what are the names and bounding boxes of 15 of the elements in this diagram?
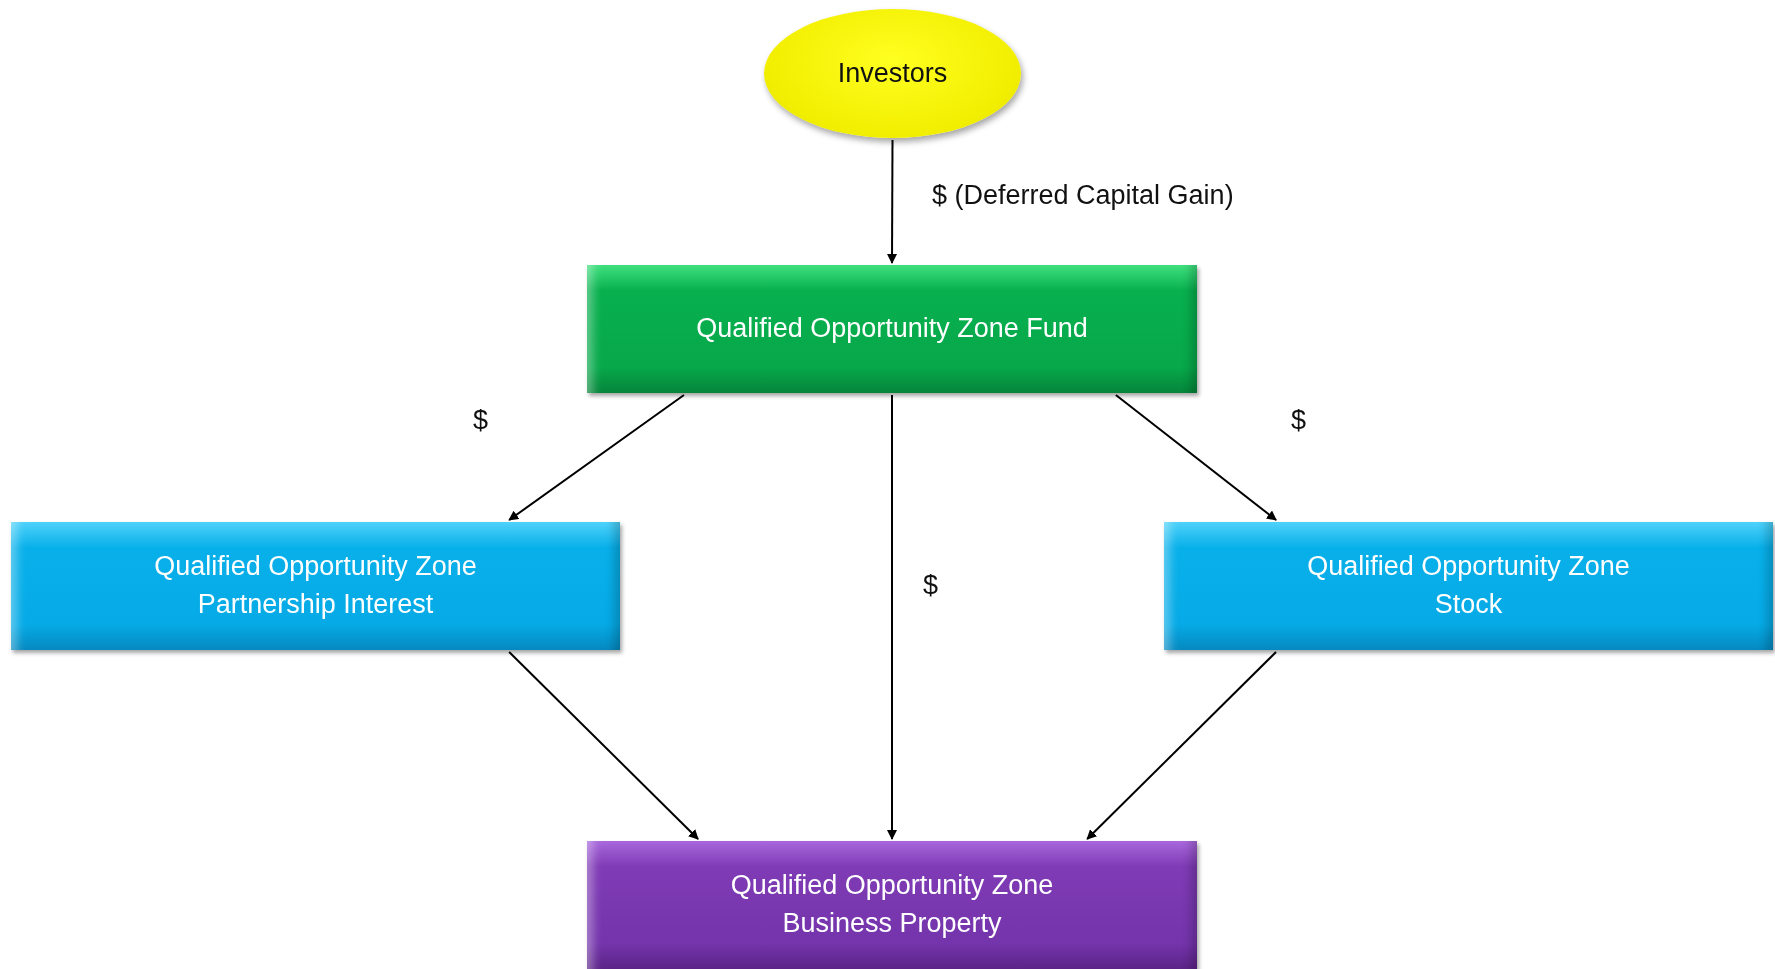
arrow [508,651,699,840]
arrow [887,139,898,264]
arrow [887,394,897,840]
process-box [1164,522,1773,650]
node-text: Qualified Opportunity Zone Stock [1306,550,1631,621]
fund-box [587,265,1197,393]
node-text: Qualified Opportunity Zone Partnership Interest [153,550,478,621]
arrow [1114,394,1278,521]
arrow [508,394,685,521]
node-text: Qualified Opportunity Zone Business Property [729,869,1055,940]
process-box [587,841,1197,969]
arrow [1086,651,1278,840]
node-text: Qualified Opportunity Zone Fund [695,312,1089,346]
node-text: Investors [837,56,948,90]
process-box [11,522,620,650]
